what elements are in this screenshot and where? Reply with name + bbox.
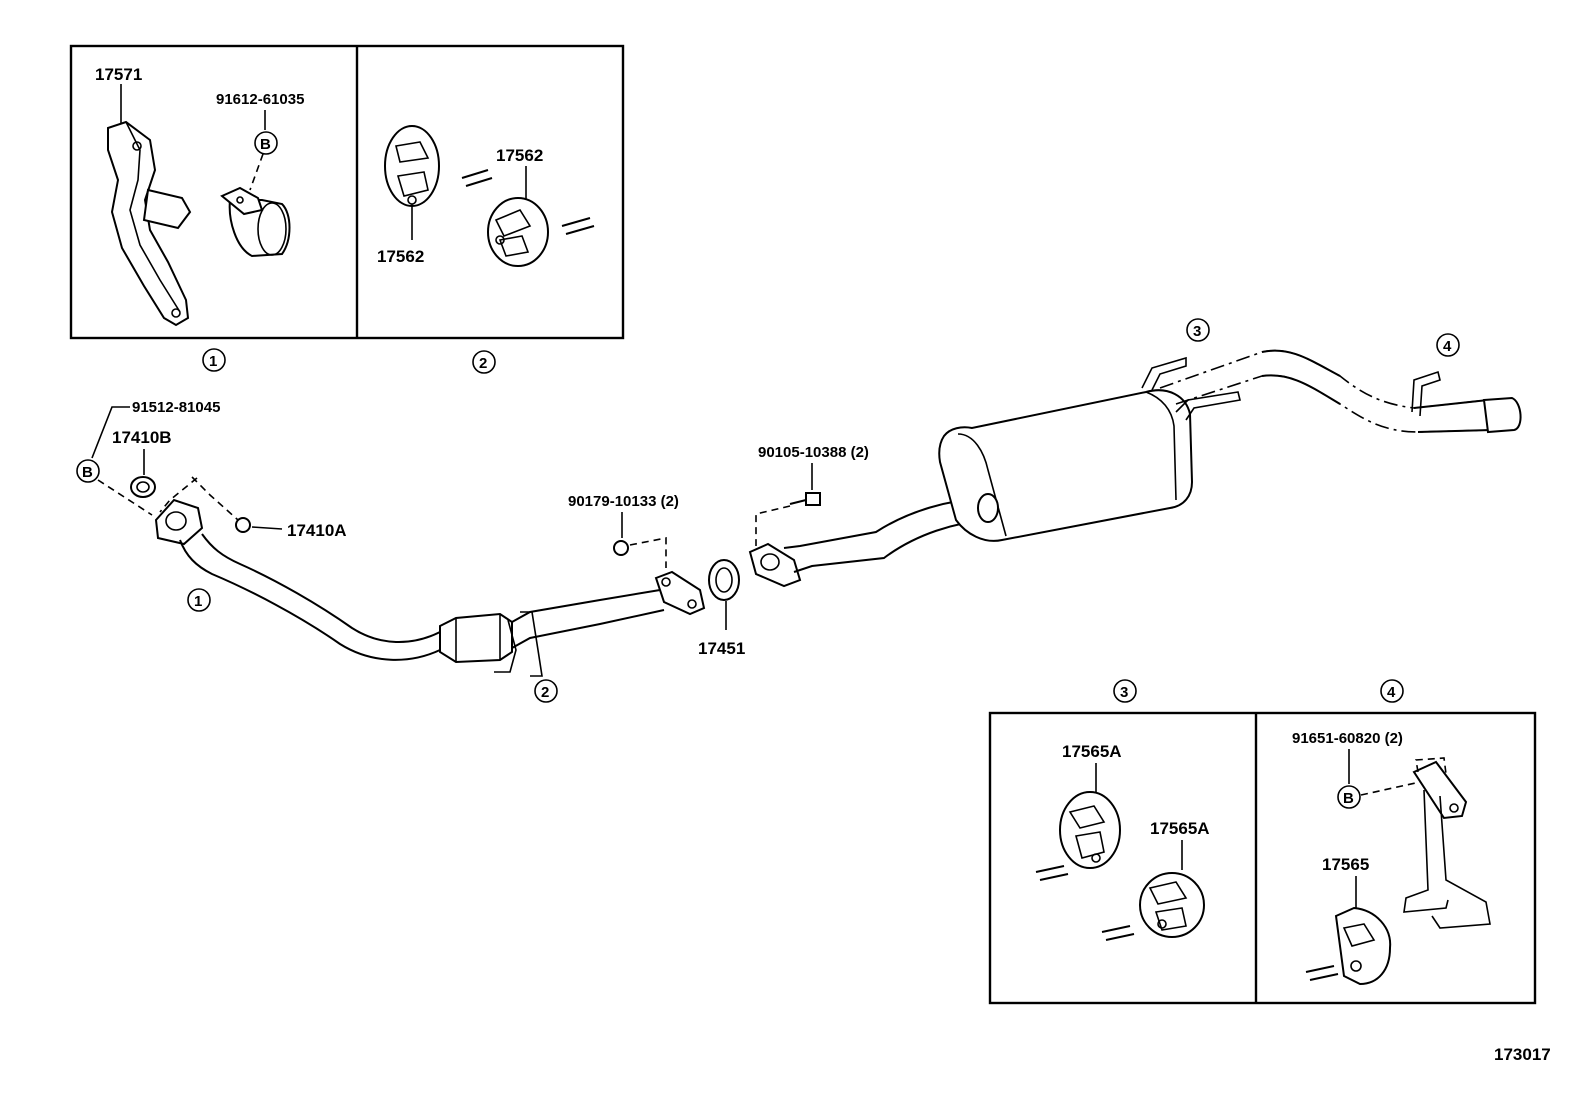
svg-text:B: B	[1343, 790, 1354, 807]
clamp-91612	[220, 153, 291, 258]
tail-bracket	[1403, 757, 1491, 929]
svg-text:3: 3	[1120, 684, 1128, 701]
marker-box4: 4	[1380, 679, 1404, 703]
ref-marker-b-box4: B	[1337, 785, 1361, 809]
ref-marker-b-box1: B	[254, 131, 278, 155]
marker-muffler-hanger: 3	[1186, 318, 1210, 342]
diagram-id: 173017	[1494, 1045, 1551, 1064]
label-17565A-lower: 17565A	[1150, 819, 1210, 838]
label-17410B: 17410B	[112, 428, 172, 447]
hanger-17565	[1305, 906, 1392, 986]
label-17565A-upper: 17565A	[1062, 742, 1122, 761]
ref-marker-b-main: B	[76, 459, 100, 483]
marker-front-pipe: 1	[187, 588, 211, 612]
marker-box2: 2	[472, 350, 496, 374]
label-91512-81045: 91512-81045	[132, 399, 220, 416]
label-17562-left: 17562	[377, 247, 424, 266]
muffler-assembly	[748, 349, 1522, 588]
label-17571: 17571	[95, 65, 142, 84]
label-17562-right: 17562	[496, 146, 543, 165]
marker-box3: 3	[1113, 679, 1137, 703]
svg-text:2: 2	[541, 684, 549, 701]
leader-91512	[91, 406, 130, 459]
label-17451: 17451	[698, 639, 745, 658]
svg-text:1: 1	[209, 353, 217, 370]
heat-insulator-17571	[107, 84, 192, 327]
svg-text:4: 4	[1387, 684, 1396, 701]
inset-box-1-2	[69, 44, 625, 340]
inset-frame-bottom	[988, 711, 1537, 1005]
flange-bolt-90105	[789, 492, 821, 506]
front-pipe	[154, 498, 706, 677]
svg-text:B: B	[82, 464, 93, 481]
svg-text:2: 2	[479, 355, 487, 372]
svg-text:1: 1	[194, 593, 202, 610]
marker-tail-hanger: 4	[1436, 333, 1460, 357]
hanger-17565A-lower	[1101, 872, 1205, 941]
hanger-17562-left	[384, 125, 493, 240]
marker-center-hanger: 2	[534, 679, 558, 703]
label-91612-61035: 91612-61035	[216, 91, 304, 108]
marker-box1: 1	[202, 348, 226, 372]
flange-nut-90179	[613, 540, 629, 556]
label-91651-60820: 91651-60820 (2)	[1292, 730, 1403, 747]
svg-text:4: 4	[1443, 338, 1452, 355]
inset-box-3-4	[988, 711, 1537, 1005]
nut-17410A	[235, 517, 283, 533]
svg-text:B: B	[260, 136, 271, 153]
inset-frame-top	[69, 44, 625, 340]
label-17410A: 17410A	[287, 521, 347, 540]
hanger-17565A-upper	[1035, 791, 1121, 881]
label-17565: 17565	[1322, 855, 1369, 874]
gasket-17451	[708, 559, 740, 630]
svg-text:3: 3	[1193, 323, 1201, 340]
label-90105-10388: 90105-10388 (2)	[758, 444, 869, 461]
label-90179-10133: 90179-10133 (2)	[568, 493, 679, 510]
hanger-17562-right	[487, 166, 595, 267]
gasket-17410B	[130, 476, 156, 498]
